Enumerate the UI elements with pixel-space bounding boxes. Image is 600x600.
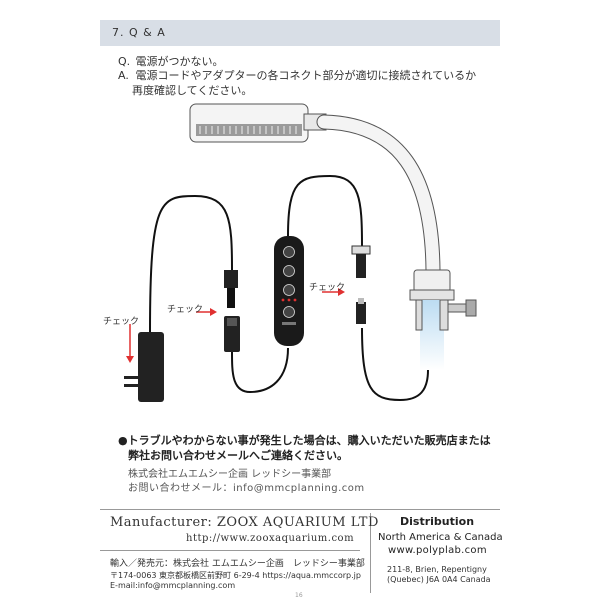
- footer-divider-top: [100, 509, 500, 510]
- distribution-address-2: (Quebec) J6A 0A4 Canada: [387, 575, 491, 584]
- question-label: Q.: [118, 55, 131, 68]
- controller: [274, 236, 304, 346]
- manufacturer-name: Manufacturer: ZOOX AQUARIUM LTD: [110, 515, 379, 530]
- trouble-note-line-1: ●トラブルやわからない事が発生した場合は、購入いただいた販売店または: [118, 434, 491, 447]
- answer-text-2: 再度確認してください。: [132, 84, 253, 97]
- company-name: 株式会社エムエムシー企画 レッドシー事業部: [128, 469, 332, 480]
- contact-email: お問い合わせメール：info@mmcplanning.com: [128, 483, 365, 494]
- check-label-connector: チェック: [309, 283, 346, 293]
- distribution-title: Distribution: [400, 515, 475, 528]
- answer-label: A.: [118, 69, 129, 82]
- tank-clamp: [409, 269, 477, 370]
- connector-top: [351, 245, 371, 278]
- gooseneck-arm: [316, 114, 441, 278]
- distribution-url[interactable]: www.polyplab.com: [388, 545, 487, 556]
- answer-line: A. 電源コードやアダプターの各コネクト部分が適切に接続されているか: [118, 68, 476, 84]
- footer-divider-mid: [100, 550, 360, 551]
- footer-divider-vertical: [370, 513, 371, 593]
- importer-email: E-mail:info@mmcplanning.com: [110, 581, 236, 590]
- question-text: 電源がつかない。: [135, 55, 224, 68]
- connector-bottom: [356, 298, 366, 324]
- question-line: Q. 電源がつかない。: [118, 54, 224, 70]
- answer-line-2: 再度確認してください。: [132, 83, 252, 99]
- section-title: 7. Q & A: [112, 26, 166, 39]
- page-number: 16: [295, 592, 303, 599]
- dc-jack: [224, 316, 240, 352]
- section-header: 7. Q & A: [100, 20, 500, 46]
- power-adapter: [124, 332, 164, 402]
- trouble-note-line-2: 弊社お問い合わせメールへご連絡ください。: [128, 449, 348, 462]
- distribution-region: North America & Canada: [378, 532, 503, 543]
- dc-plug: [224, 270, 238, 308]
- power-cables: [149, 174, 429, 402]
- answer-text: 電源コードやアダプターの各コネクト部分が適切に接続されているか: [135, 69, 477, 82]
- check-label-adapter: チェック: [103, 317, 140, 327]
- manufacturer-url[interactable]: http://www.zooxaquarium.com: [186, 533, 355, 544]
- check-label-plug: チェック: [167, 305, 204, 315]
- distribution-address-1: 211-8, Brien, Repentigny: [387, 565, 487, 574]
- importer-line-1: 輸入／発売元：株式会社 エムエムシー企画 レッドシー事業部: [110, 559, 365, 569]
- check-arrows: [126, 288, 345, 363]
- lamp-head: [189, 103, 327, 143]
- importer-line-2: 〒174-0063 東京都板橋区前野町 6-29-4 https://aqua.…: [110, 571, 361, 580]
